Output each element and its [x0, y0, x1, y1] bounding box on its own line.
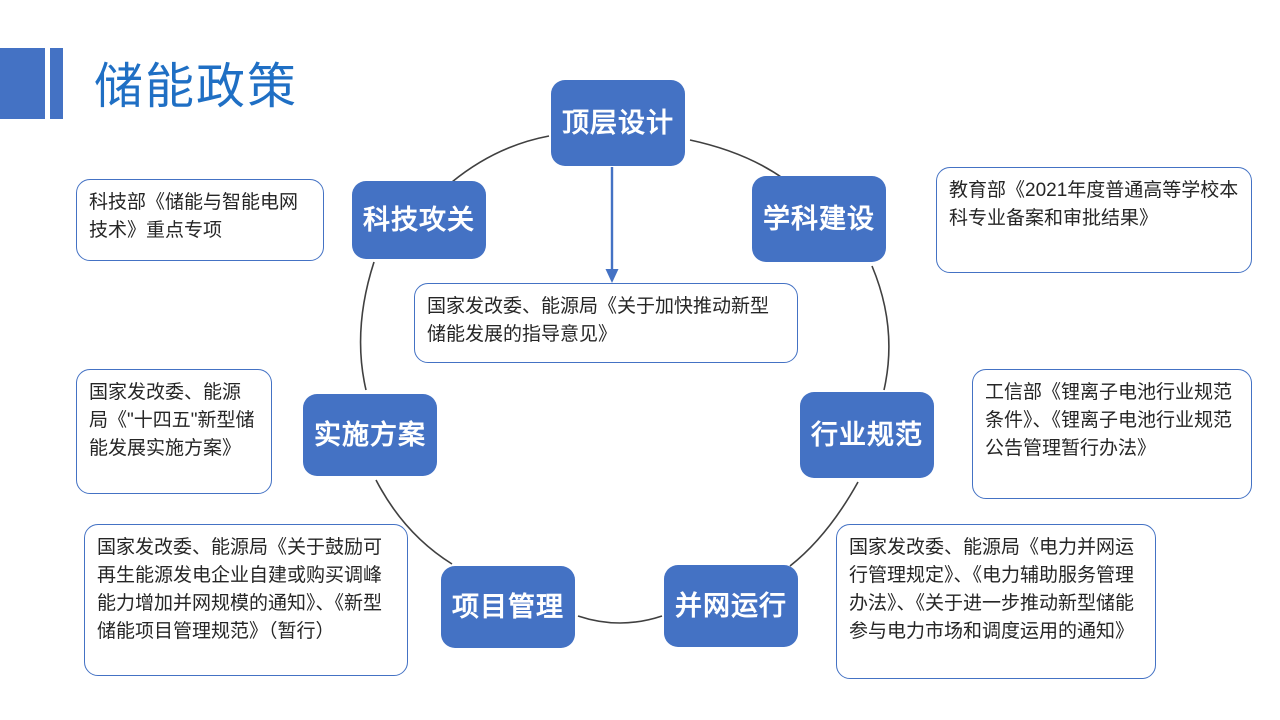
- arc-discipline-to-industry: [871, 265, 890, 391]
- title-accent-block-wide: [0, 48, 45, 119]
- cycle-node-technology-research[interactable]: 科技攻关: [352, 181, 486, 259]
- arc-plan-to-research: [359, 261, 375, 391]
- callout-grid-connection-operation: 国家发改委、能源局《电力并网运行管理规定》、《电力辅助服务管理办法》、《关于进一…: [836, 524, 1156, 679]
- callout-project-management: 国家发改委、能源局《关于鼓励可再生能源发电企业自建或购买调峰能力增加并网规模的通…: [84, 524, 408, 676]
- page-title: 储能政策: [94, 60, 299, 114]
- arc-grid-to-project: [577, 615, 663, 624]
- callout-implementation-plan: 国家发改委、能源局《"十四五"新型储能发展实施方案》: [76, 369, 272, 494]
- arc-top-to-discipline: [689, 139, 785, 180]
- callout-industry-standards: 工信部《锂离子电池行业规范条件》、《锂离子电池行业规范公告管理暂行办法》: [972, 369, 1252, 499]
- arrow-top-to-center: [605, 167, 619, 283]
- callout-top-level-design: 国家发改委、能源局《关于加快推动新型储能发展的指导意见》: [414, 283, 798, 363]
- title-accent-block-narrow: [50, 48, 63, 119]
- arc-research-to-top: [451, 135, 550, 183]
- callout-discipline-construction: 教育部《2021年度普通高等学校本科专业备案和审批结果》: [936, 167, 1252, 273]
- cycle-node-project-management[interactable]: 项目管理: [441, 566, 575, 648]
- cycle-node-discipline-construction[interactable]: 学科建设: [752, 176, 886, 262]
- cycle-node-industry-standards[interactable]: 行业规范: [800, 392, 934, 478]
- cycle-node-implementation-plan[interactable]: 实施方案: [303, 394, 437, 476]
- cycle-node-top-level-design[interactable]: 顶层设计: [551, 80, 685, 166]
- cycle-node-grid-connection-operation[interactable]: 并网运行: [664, 565, 798, 647]
- callout-technology-research: 科技部《储能与智能电网技术》重点专项: [76, 179, 324, 261]
